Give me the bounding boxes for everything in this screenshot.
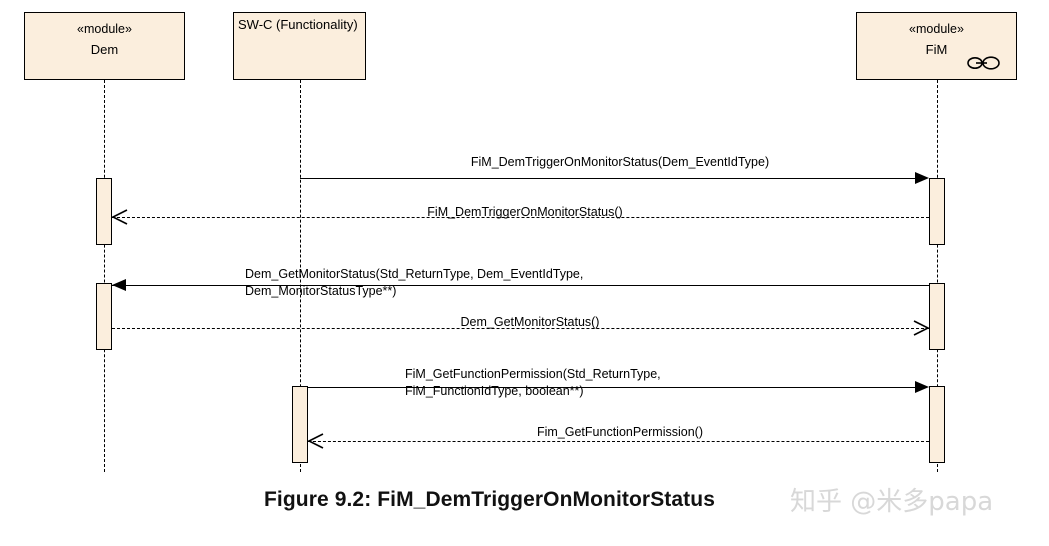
arrowhead-m2 <box>112 209 128 225</box>
message-line-m5 <box>300 387 925 388</box>
message-label-m2: FiM_DemTriggerOnMonitorStatus() <box>427 205 623 219</box>
arrowhead-m5 <box>915 380 929 393</box>
activation-dem-1 <box>96 178 112 245</box>
message-line-m2 <box>112 217 929 218</box>
message-line-m4 <box>112 328 929 329</box>
activation-dem-2 <box>96 283 112 350</box>
message-label-m1: FiM_DemTriggerOnMonitorStatus(Dem_EventI… <box>470 155 770 169</box>
lifeline-stereotype-fim: «module» <box>909 22 964 36</box>
message-label-m4: Dem_GetMonitorStatus() <box>460 315 600 329</box>
arrowhead-m4 <box>913 320 929 336</box>
lifeline-swc <box>300 80 301 472</box>
lifeline-head-swc[interactable]: SW-C (Functionality) <box>233 12 366 80</box>
message-label-m6: Fim_GetFunctionPermission() <box>536 425 703 439</box>
activation-fim-3 <box>929 386 945 463</box>
arrowhead-m1 <box>915 171 929 184</box>
message-label-m3-line1: Dem_GetMonitorStatus(Std_ReturnType, Dem… <box>245 267 584 281</box>
arrowhead-m6 <box>308 433 324 449</box>
message-line-m6 <box>308 441 929 442</box>
lifeline-stereotype-dem: «module» <box>77 22 132 36</box>
lifeline-name-fim: FiM <box>925 42 948 57</box>
message-label-m5-line1: FiM_GetFunctionPermission(Std_ReturnType… <box>405 367 661 381</box>
lifeline-dem <box>104 80 105 472</box>
lifeline-head-fim[interactable]: «module» FiM <box>856 12 1017 80</box>
lifeline-name-dem: Dem <box>90 42 119 57</box>
lifeline-head-dem[interactable]: «module» Dem <box>24 12 185 80</box>
figure-caption: Figure 9.2: FiM_DemTriggerOnMonitorStatu… <box>264 488 715 511</box>
message-label-m5-line2: FiM_FunctionIdType, boolean**) <box>405 384 584 398</box>
lifeline-name-swc: SW-C (Functionality) <box>238 17 358 32</box>
watermark: 知乎 @米多papa <box>790 487 994 517</box>
message-line-m1 <box>300 178 925 179</box>
activation-fim-1 <box>929 178 945 245</box>
message-line-m3 <box>112 285 929 286</box>
activation-swc-1 <box>292 386 308 463</box>
lifeline-fim <box>937 80 938 472</box>
provided-interface-icon <box>967 56 1000 70</box>
message-label-m3-line2: Dem_MonitorStatusType**) <box>245 284 397 298</box>
activation-fim-2 <box>929 283 945 350</box>
arrowhead-m3 <box>112 278 126 291</box>
